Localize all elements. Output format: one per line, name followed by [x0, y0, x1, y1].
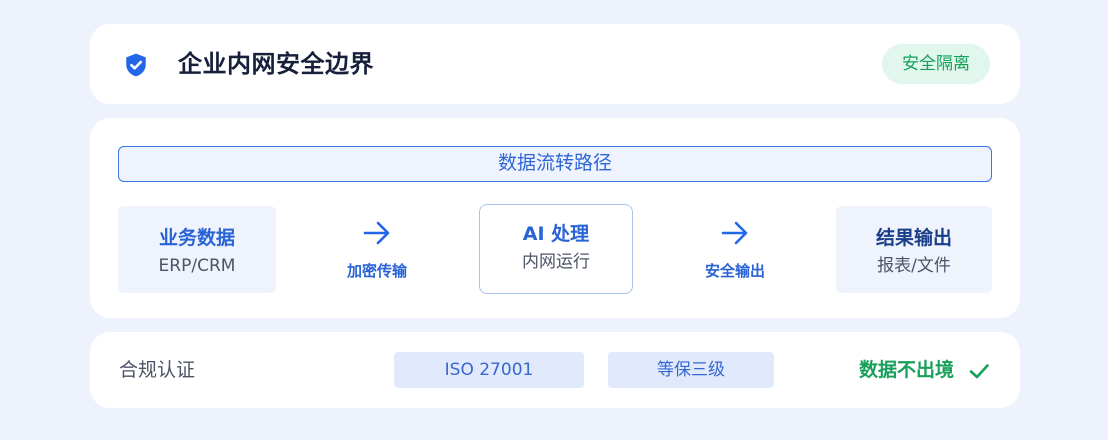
cert-chip-mlps: 等保三级	[608, 352, 774, 388]
node-subtitle: ERP/CRM	[158, 256, 236, 276]
compliance-status: 数据不出境	[859, 359, 955, 381]
arrow-right-icon	[363, 221, 390, 245]
node-title: AI 处理	[522, 223, 590, 245]
shield-check-icon	[126, 53, 146, 77]
node-title: 业务数据	[158, 227, 235, 249]
flow-arrow-secure-output: 安全输出	[685, 218, 785, 281]
compliance-card: 合规认证 ISO 27001 等保三级 数据不出境	[90, 332, 1020, 408]
flow-node-business-data: 业务数据 ERP/CRM	[118, 206, 276, 293]
flow-node-ai-processing: AI 处理 内网运行	[479, 204, 633, 294]
compliance-label: 合规认证	[119, 359, 196, 381]
arrow-label: 加密传输	[346, 262, 407, 280]
flow-arrow-encrypted: 加密传输	[327, 218, 427, 281]
flow-node-result-output: 结果输出 报表/文件	[836, 206, 992, 293]
route-label: 数据流转路径	[118, 146, 992, 182]
node-subtitle: 内网运行	[522, 252, 590, 272]
node-title: 结果输出	[875, 227, 952, 249]
cert-chip-iso: ISO 27001	[394, 352, 584, 388]
page-title: 企业内网安全边界	[178, 50, 374, 78]
header-card: 企业内网安全边界 安全隔离	[90, 24, 1020, 104]
arrow-label: 安全输出	[704, 262, 765, 280]
status-badge: 安全隔离	[882, 44, 990, 84]
check-icon	[969, 364, 989, 379]
data-flow-card: 数据流转路径 业务数据 ERP/CRM 加密传输 AI 处理 内网运行 安全输出…	[90, 118, 1020, 318]
node-subtitle: 报表/文件	[877, 256, 951, 276]
arrow-right-icon	[721, 221, 748, 245]
